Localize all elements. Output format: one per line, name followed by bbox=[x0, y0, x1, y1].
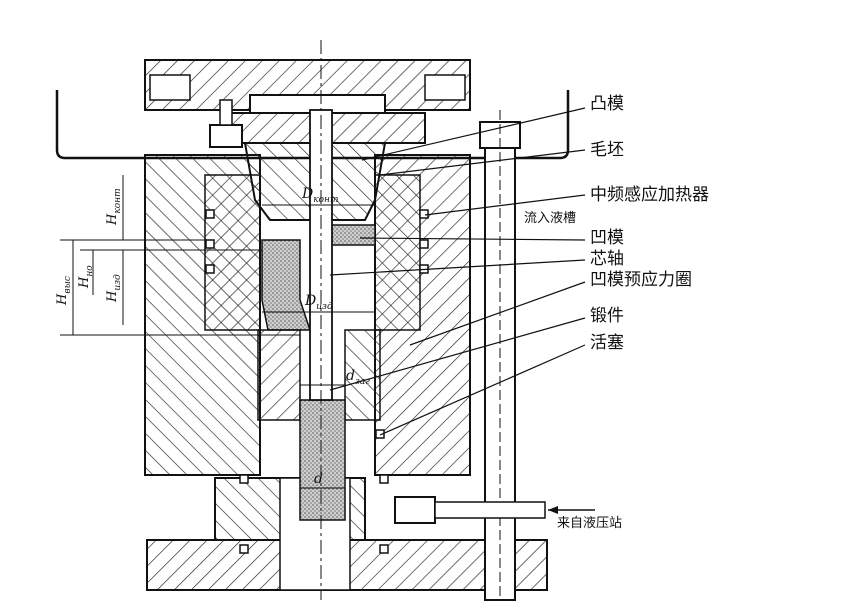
label-from-press: 来自液压站 bbox=[557, 516, 623, 531]
crosshead-pocket-left bbox=[149, 74, 191, 101]
container-inner-right bbox=[374, 174, 421, 331]
inlet-pipe bbox=[434, 501, 546, 519]
label-piston: 活塞 bbox=[590, 333, 624, 353]
label-billet: 毛坯 bbox=[590, 140, 624, 160]
dimension-lines bbox=[60, 175, 375, 489]
inlet-arrowhead bbox=[548, 506, 558, 514]
lower-die-left bbox=[257, 329, 301, 421]
inlet-fitting bbox=[394, 496, 436, 524]
label-die: 凹模 bbox=[590, 228, 624, 248]
lower-die-right bbox=[344, 329, 381, 421]
dim-h-kont: Hконт bbox=[105, 188, 123, 226]
dim-h-vys: Hвыс bbox=[55, 276, 73, 306]
crosshead-pocket-right bbox=[424, 74, 466, 101]
dim-d-small: d bbox=[314, 471, 323, 487]
label-overflow: 流入液槽 bbox=[524, 211, 577, 226]
dim-h-no: Hно bbox=[77, 265, 95, 289]
label-forging: 锻件 bbox=[590, 306, 624, 326]
die-insert bbox=[329, 224, 376, 246]
label-prestress-ring: 凹模预应力圈 bbox=[590, 270, 692, 290]
label-mandrel: 芯轴 bbox=[590, 249, 624, 269]
billet bbox=[261, 239, 312, 331]
dim-d-kont: Dконт bbox=[301, 186, 339, 205]
dim-d-izd: Dизд bbox=[304, 293, 333, 312]
container-inner-left bbox=[204, 174, 261, 331]
label-heater: 中频感应加热器 bbox=[590, 185, 709, 205]
dim-d-zag: dзаг bbox=[346, 368, 370, 387]
label-punch: 凸模 bbox=[590, 94, 624, 114]
piston bbox=[299, 399, 346, 521]
bolt-left-shank bbox=[219, 99, 233, 126]
leader-lines bbox=[329, 107, 586, 436]
dim-h-izd: Hизд bbox=[105, 274, 123, 303]
bolt-left bbox=[209, 124, 243, 148]
